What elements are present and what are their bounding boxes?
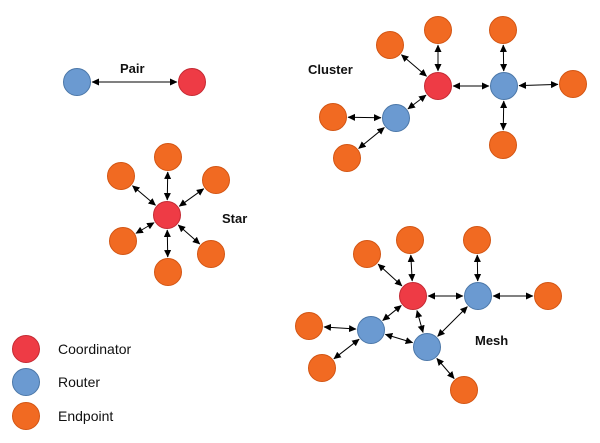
label-pair: Pair (120, 61, 145, 76)
topology-cluster (347, 44, 559, 149)
edge-mesh-router-right-to-mesh-router-bottom (437, 306, 468, 337)
edge-star-coordinator-to-star-ep-3 (177, 224, 201, 245)
node-mesh-coordinator-coordinator (399, 282, 427, 310)
node-mesh-router-bottom-router (413, 333, 441, 361)
node-pair-router-router (63, 68, 91, 96)
topology-star (132, 171, 205, 258)
legend-router-label: Router (58, 374, 100, 390)
node-cl-ep-r3-endpoint (489, 131, 517, 159)
legend-coordinator-label: Coordinator (58, 341, 131, 357)
topology-cluster-nodes (319, 16, 587, 172)
edge-mesh-coordinator-to-mesh-ep-a (407, 254, 416, 282)
node-star-ep-5-endpoint (109, 227, 137, 255)
node-pair-coordinator-coordinator (178, 68, 206, 96)
edge-star-coordinator-to-star-ep-6 (132, 185, 156, 206)
node-mesh-ep-b-endpoint (353, 240, 381, 268)
edge-cl-router-right-to-cl-ep-r2 (518, 81, 559, 89)
node-cl-ep-c1-endpoint (424, 16, 452, 44)
label-mesh: Mesh (475, 333, 508, 348)
label-cluster: Cluster (308, 62, 353, 77)
node-mesh-ep-a-endpoint (396, 226, 424, 254)
edge-mesh-router-left-to-mesh-router-bottom (384, 333, 414, 344)
edge-mesh-coordinator-to-mesh-router-bottom (415, 309, 425, 334)
edge-mesh-router-bottom-to-mesh-ep-g (436, 357, 455, 380)
node-cl-router-left-router (382, 104, 410, 132)
edge-mesh-coordinator-to-mesh-ep-b (377, 263, 403, 287)
edge-cl-coordinator-to-cl-router-left (407, 94, 427, 110)
edge-mesh-router-left-to-mesh-ep-f (333, 338, 360, 360)
node-star-coordinator-coordinator (153, 201, 181, 229)
topology-mesh (323, 254, 534, 380)
edge-cl-router-left-to-cl-ep-l2 (358, 127, 385, 149)
nodes-layer (63, 16, 587, 404)
node-star-ep-6-endpoint (107, 162, 135, 190)
node-star-ep-4-endpoint (154, 258, 182, 286)
node-cl-ep-l2-endpoint (333, 144, 361, 172)
node-mesh-ep-c-endpoint (463, 226, 491, 254)
edge-mesh-coordinator-to-mesh-router-left (382, 305, 402, 321)
node-star-ep-3-endpoint (197, 240, 225, 268)
topology-star-nodes (107, 143, 230, 286)
legend-endpoint-label: Endpoint (58, 408, 113, 424)
node-cl-ep-l1-endpoint (319, 103, 347, 131)
edge-cl-coordinator-to-cl-ep-c2 (401, 54, 427, 77)
label-star: Star (222, 211, 247, 226)
node-cl-router-right-router (490, 72, 518, 100)
edge-cl-router-left-to-cl-ep-l1 (347, 113, 382, 122)
edge-star-coordinator-to-star-ep-2 (178, 188, 205, 207)
node-mesh-ep-d-endpoint (534, 282, 562, 310)
node-cl-ep-c2-endpoint (376, 31, 404, 59)
edge-star-coordinator-to-star-ep-5 (135, 222, 155, 234)
node-star-ep-2-endpoint (202, 166, 230, 194)
topology-pair-nodes (63, 68, 206, 96)
node-cl-coordinator-coordinator (424, 72, 452, 100)
node-star-ep-1-endpoint (154, 143, 182, 171)
edge-mesh-router-left-to-mesh-ep-e (323, 323, 357, 333)
node-mesh-router-left-router (357, 316, 385, 344)
edges-layer (91, 44, 559, 380)
node-mesh-ep-f-endpoint (308, 354, 336, 382)
legend-coordinator-swatch (12, 335, 40, 363)
node-mesh-ep-g-endpoint (450, 376, 478, 404)
legend-endpoint-swatch (12, 402, 40, 430)
node-mesh-router-right-router (464, 282, 492, 310)
legend-router-swatch (12, 368, 40, 396)
node-cl-ep-r2-endpoint (559, 70, 587, 98)
node-cl-ep-r1-endpoint (489, 16, 517, 44)
node-mesh-ep-e-endpoint (295, 312, 323, 340)
topology-mesh-nodes (295, 226, 562, 404)
legend: Coordinator Router Endpoint (12, 335, 131, 430)
